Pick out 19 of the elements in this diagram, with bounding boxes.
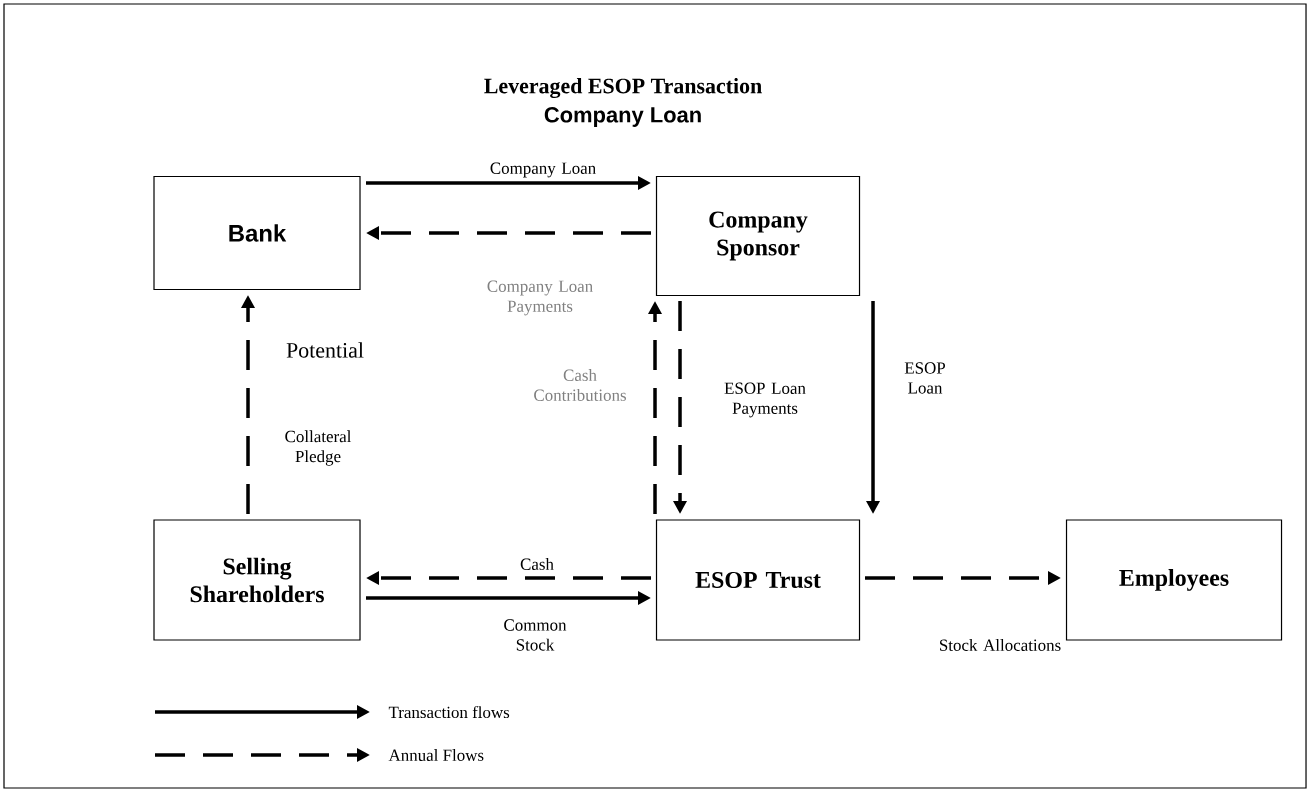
edge-label: Cash <box>520 558 554 570</box>
edge-label: ESOP Loan Payments <box>724 382 806 418</box>
edge-label: ESOP Loan <box>904 362 946 394</box>
edge-label: Collateral Pledge <box>285 430 352 466</box>
edge-label: Cash Contributions <box>534 369 626 401</box>
process-box: Employees <box>1065 519 1283 641</box>
legend-label: Annual Flows <box>388 749 484 761</box>
subtitle: Company Loan <box>544 107 701 127</box>
process-box: Company Sponsor <box>655 175 861 297</box>
edge-label: Common Stock <box>504 619 567 651</box>
legend-label: Transaction flows <box>388 705 510 719</box>
annotation-label: Potential <box>286 342 364 358</box>
edge-label: Stock Allocations <box>940 639 1061 651</box>
edge-label: Company Loan <box>490 162 596 178</box>
process-box: Selling Shareholders <box>153 519 361 641</box>
process-box: ESOP Trust <box>655 519 861 641</box>
title: Leveraged ESOP Transaction <box>484 77 762 98</box>
edge-label: Company Loan Payments <box>487 280 593 316</box>
process-box: Bank <box>153 175 361 291</box>
